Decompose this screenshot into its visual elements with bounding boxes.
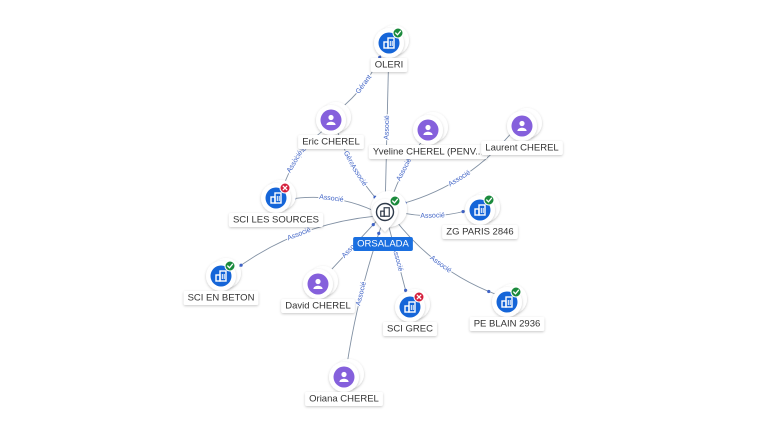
node-yveline[interactable]: Yveline CHEREL (PENV... <box>368 112 488 159</box>
edge-arrow-icon <box>377 231 381 235</box>
edge-arrow-icon <box>404 288 408 292</box>
check-badge-icon <box>510 286 522 298</box>
node-peblain[interactable]: PE BLAIN 2936 <box>469 284 545 331</box>
node-label-oriana: Oriana CHEREL <box>305 392 383 406</box>
node-zgparis[interactable]: ZG PARIS 2846 <box>442 192 518 239</box>
node-label-grec-text: SCI GREC <box>387 324 433 335</box>
edge-label: Associé <box>355 281 368 307</box>
node-label-sources: SCI LES SOURCES <box>228 213 324 227</box>
edge-label: Associé <box>287 227 312 243</box>
edge-arrow-icon <box>239 263 243 267</box>
center-node-label-text: ORSALADA <box>357 239 409 250</box>
node-eric[interactable]: Eric CHEREL <box>298 102 364 149</box>
node-label-peblain: PE BLAIN 2936 <box>469 317 545 331</box>
edge-label: Associé <box>447 169 472 188</box>
node-label-sources-text: SCI LES SOURCES <box>233 215 319 226</box>
node-label-grec: SCI GREC <box>383 322 437 336</box>
building-icon <box>380 207 390 217</box>
check-badge-icon <box>389 195 401 207</box>
node-label-laurent: Laurent CHEREL <box>481 141 563 155</box>
edge-orsalada-zgparis: Associé <box>396 209 469 221</box>
node-grec[interactable]: SCI GREC <box>383 289 437 336</box>
node-laurent[interactable]: Laurent CHEREL <box>481 108 563 155</box>
check-badge-icon <box>392 27 404 39</box>
node-oleri[interactable]: OLERI <box>370 25 409 72</box>
node-beton[interactable]: SCI EN BETON <box>183 258 259 305</box>
node-label-eric-text: Eric CHEREL <box>302 137 360 148</box>
cross-badge-icon <box>413 291 425 303</box>
node-label-yveline: Yveline CHEREL (PENV... <box>368 145 488 159</box>
edge-label: Associé <box>286 149 305 174</box>
node-label-yveline-text: Yveline CHEREL (PENV... <box>373 147 483 158</box>
edge-label: Associé <box>396 157 414 182</box>
center-node-label: ORSALADA <box>353 237 413 251</box>
node-orsalada-center[interactable]: ORSALADA <box>353 191 413 251</box>
node-label-beton-text: SCI EN BETON <box>188 293 255 304</box>
check-badge-icon <box>483 194 495 206</box>
nodes-layer: OLERI Eric CHEREL Yveline CHEREL (PENV...L… <box>183 25 563 406</box>
edge-orsalada-grec: Associé <box>387 223 408 296</box>
node-label-zgparis: ZG PARIS 2846 <box>442 225 518 239</box>
node-label-beton: SCI EN BETON <box>183 291 259 305</box>
node-label-oriana-text: Oriana CHEREL <box>309 394 379 405</box>
node-label-oleri-text: OLERI <box>375 60 404 71</box>
edge-label: Associé <box>384 115 392 140</box>
cross-badge-icon <box>279 182 291 194</box>
node-david[interactable]: David CHEREL <box>281 266 355 313</box>
check-badge-icon <box>224 260 236 272</box>
node-oriana[interactable]: Oriana CHEREL <box>305 359 383 406</box>
edge-orsalada-sources: Associé <box>287 193 374 211</box>
node-label-eric: Eric CHEREL <box>298 135 364 149</box>
edge-label: Associé <box>319 194 344 204</box>
edge-orsalada-oleri: Associé <box>382 54 392 201</box>
edge-arrow-icon <box>371 222 375 227</box>
node-label-david-text: David CHEREL <box>285 301 350 312</box>
node-label-zgparis-text: ZG PARIS 2846 <box>446 227 513 238</box>
edge-label: Gérant <box>355 74 373 95</box>
node-label-david: David CHEREL <box>281 299 355 313</box>
node-label-oleri: OLERI <box>370 58 408 72</box>
node-sources[interactable]: SCI LES SOURCES <box>228 180 324 227</box>
node-label-peblain-text: PE BLAIN 2936 <box>474 319 541 330</box>
edge-label: Associé <box>428 255 452 275</box>
edge-label: Associé <box>420 212 445 220</box>
edge-arrow-icon <box>461 209 465 214</box>
edge-arrow-icon <box>487 289 491 294</box>
node-label-laurent-text: Laurent CHEREL <box>485 143 558 154</box>
edge-label: Associé <box>349 163 368 187</box>
